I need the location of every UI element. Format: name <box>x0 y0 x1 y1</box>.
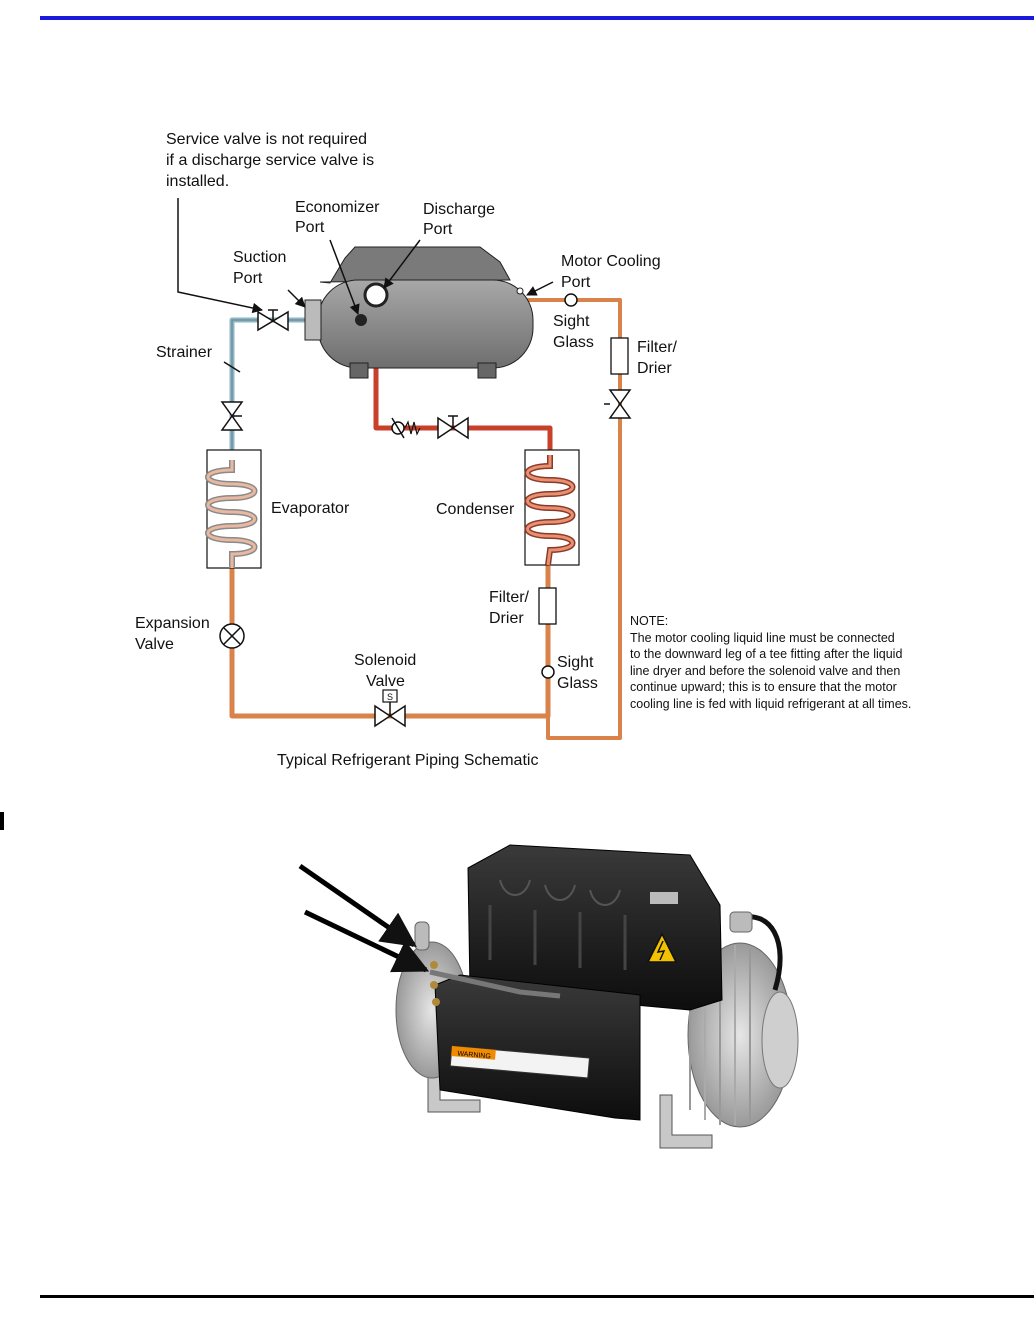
solenoid-valve-label: Solenoid Valve <box>354 652 421 690</box>
condenser-label: Condenser <box>436 501 515 518</box>
motor-cooling-line <box>520 298 622 740</box>
compressor-schematic <box>304 246 534 379</box>
discharge-valve-icon <box>437 415 469 440</box>
filter-drier-right-label: Filter/ Drier <box>637 339 681 377</box>
filter-drier-mid-label: Filter/ Drier <box>489 589 533 627</box>
motor-cooling-note: NOTE: The motor cooling liquid line must… <box>630 614 911 711</box>
margin-marker <box>0 812 4 830</box>
expansion-valve-icon <box>219 623 245 649</box>
service-note-arrow <box>177 198 264 314</box>
sight-glass-top-icon <box>564 293 578 307</box>
evaporator-coil <box>205 449 262 569</box>
photo-arrow-lower <box>303 909 430 973</box>
evaporator-label: Evaporator <box>271 500 350 517</box>
sight-glass-top-label: Sight Glass <box>553 313 594 351</box>
high-voltage-icon <box>646 932 678 963</box>
suction-port-label: Suction Port <box>233 249 291 287</box>
right-leg-valve-icon <box>604 389 632 419</box>
suction-arrow <box>287 289 306 308</box>
header-rule <box>40 16 1034 20</box>
condenser-coil <box>524 449 580 566</box>
economizer-arrow <box>329 239 360 315</box>
photo-arrow-upper <box>298 863 417 948</box>
discharge-arrow <box>383 239 421 289</box>
motor-cooling-port-label: Motor Cooling Port <box>561 253 665 291</box>
filter-drier-mid-icon <box>538 587 557 625</box>
solenoid-symbol: S <box>387 692 393 702</box>
suction-service-valve-icon <box>257 309 289 332</box>
suction-leg-valve-icon <box>220 401 244 431</box>
suction-line <box>229 317 308 460</box>
compressor-photo: WARNING <box>395 844 799 1149</box>
filter-drier-right-icon <box>610 337 629 375</box>
solenoid-valve-icon: S <box>374 689 406 728</box>
discharge-port-label: Discharge Port <box>423 201 499 238</box>
strainer-icon <box>223 361 241 373</box>
motor-cooling-arrow <box>526 281 554 296</box>
strainer-label: Strainer <box>156 344 213 361</box>
sight-glass-bottom-label: Sight Glass <box>557 654 598 692</box>
warning-label: WARNING <box>457 1051 491 1061</box>
schematic-caption: Typical Refrigerant Piping Schematic <box>277 752 538 769</box>
sight-glass-bottom-icon <box>541 665 555 679</box>
economizer-port-label: Economizer Port <box>295 199 384 236</box>
check-valve-icon <box>391 417 421 439</box>
expansion-valve-label: Expansion Valve <box>135 615 214 653</box>
footer-rule <box>40 1295 1034 1298</box>
service-note: Service valve is not required if a disch… <box>166 131 379 190</box>
